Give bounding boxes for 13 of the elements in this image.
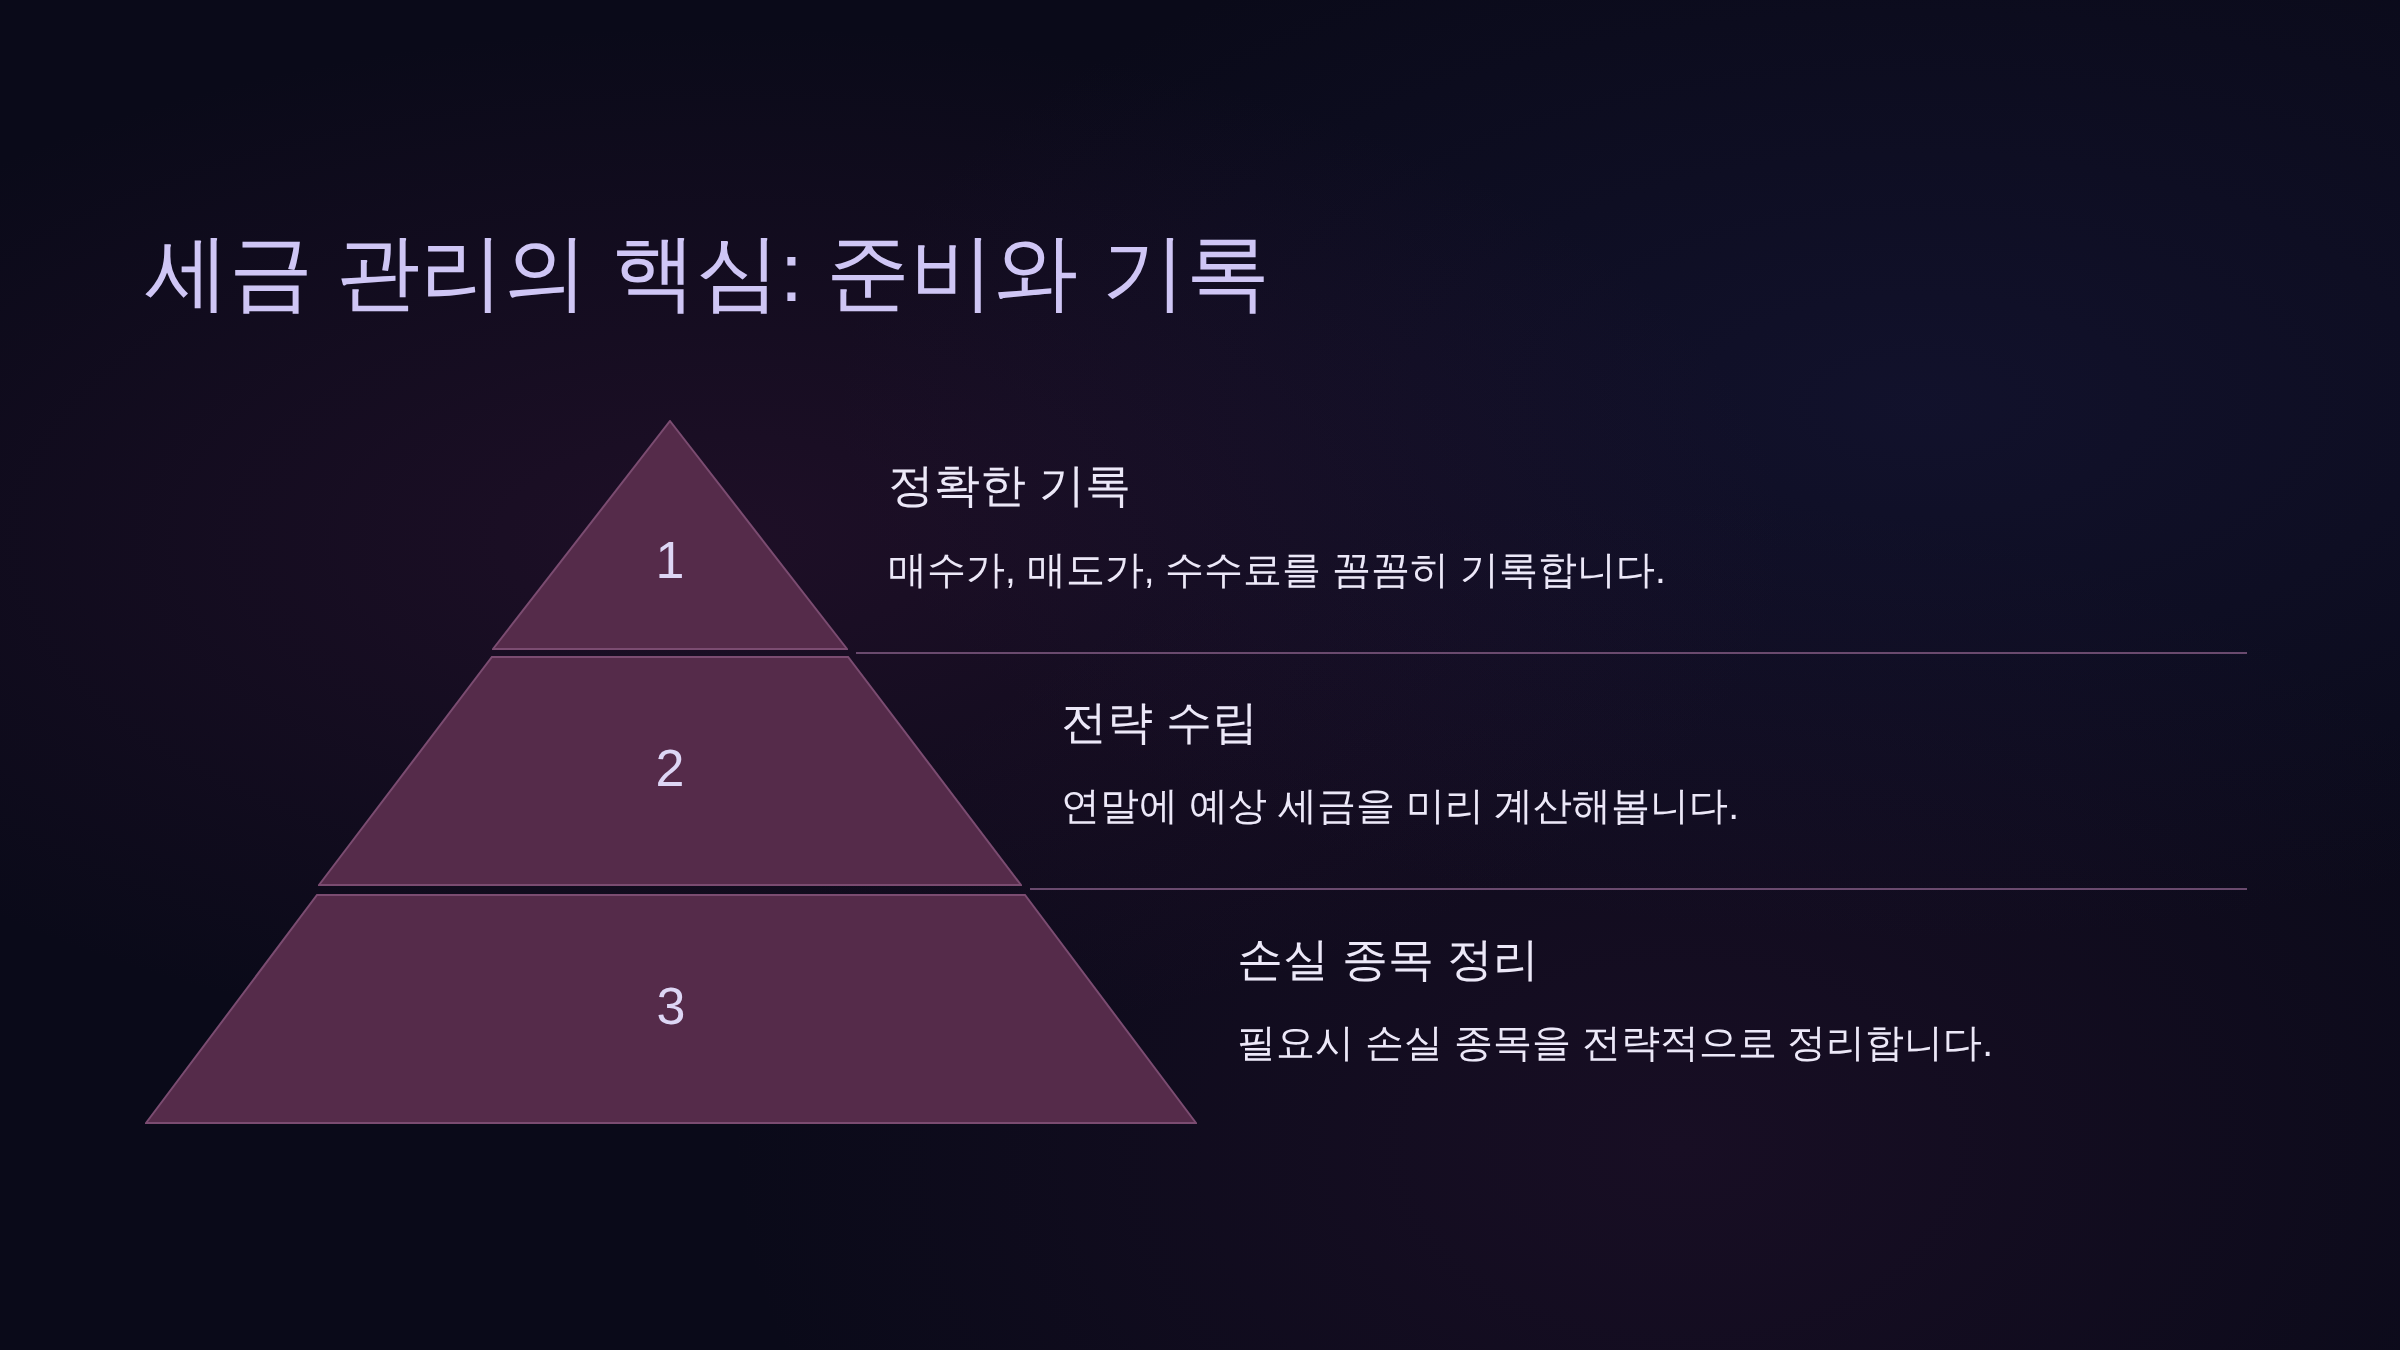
title: 세금 관리의 핵심: 준비와 기록 xyxy=(145,224,1270,321)
step-description: 필요시 손실 종목을 전략적으로 정리합니다. xyxy=(1237,1020,1994,1066)
step-heading: 정확한 기록 xyxy=(888,458,1131,513)
tier-number: 1 xyxy=(655,530,685,591)
step-description: 연말에 예상 세금을 미리 계산해봅니다. xyxy=(1061,783,1740,829)
step-heading: 손실 종목 정리 xyxy=(1237,932,1539,987)
tier-number: 2 xyxy=(655,738,685,799)
pyramid-tier-trapezoid xyxy=(318,656,1022,886)
pyramid-tier-triangle xyxy=(492,420,848,650)
tier-number: 3 xyxy=(656,976,686,1037)
pyramid-tier-trapezoid xyxy=(145,894,1197,1124)
step-heading: 전략 수립 xyxy=(1061,695,1258,750)
step-description: 매수가, 매도가, 수수료를 꼼꼼히 기록합니다. xyxy=(888,547,1666,593)
